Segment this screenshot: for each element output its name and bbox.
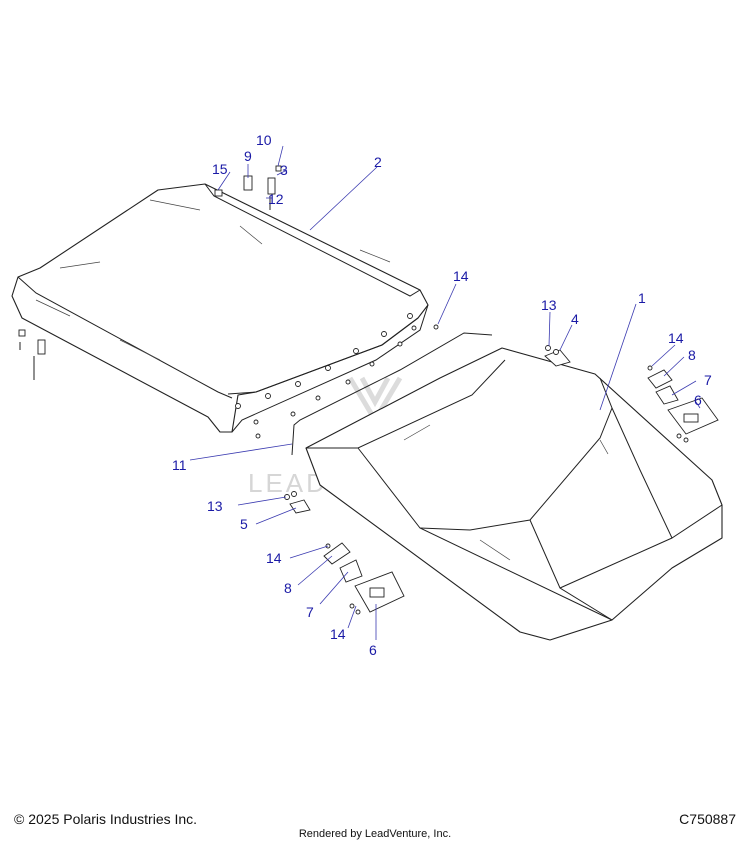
spacer-left <box>37 339 46 355</box>
leader-lines <box>189 145 701 640</box>
callout-8-right[interactable]: 8 <box>688 347 696 363</box>
callout-10[interactable]: 10 <box>256 132 272 148</box>
roof-screws <box>253 324 439 439</box>
callout-15[interactable]: 15 <box>212 161 228 177</box>
spacer-9 <box>243 175 253 191</box>
drawing-id: C750887 <box>679 811 736 827</box>
spacer-3 <box>267 177 276 195</box>
nut-10 <box>275 165 282 172</box>
callout-13-right[interactable]: 13 <box>541 297 557 313</box>
roof-panel-lower <box>305 347 723 641</box>
roof-mounting-holes <box>235 313 413 409</box>
callout-6-right[interactable]: 6 <box>694 392 702 408</box>
callout-7-right[interactable]: 7 <box>704 372 712 388</box>
seal-strip <box>291 332 493 456</box>
callout-5[interactable]: 5 <box>240 516 248 532</box>
callouts: 1 2 3 4 5 6 6 7 7 8 8 9 10 11 12 13 13 1… <box>172 132 712 658</box>
latch-base-detail-left <box>369 587 385 598</box>
latch-base-detail-right <box>683 413 699 423</box>
latch-7-left <box>339 559 363 583</box>
callout-2[interactable]: 2 <box>374 154 382 170</box>
callout-14-bottom[interactable]: 14 <box>330 626 346 642</box>
callout-12[interactable]: 12 <box>268 191 284 207</box>
callout-14-left[interactable]: 14 <box>266 550 282 566</box>
latch-handle-8-left <box>323 542 351 565</box>
callout-3[interactable]: 3 <box>280 162 288 178</box>
copyright-text: © 2025 Polaris Industries Inc. <box>14 811 198 827</box>
callout-13-left[interactable]: 13 <box>207 498 223 514</box>
bracket-5 <box>289 499 311 514</box>
callout-14-top[interactable]: 14 <box>453 268 469 284</box>
callout-6-left[interactable]: 6 <box>369 642 377 658</box>
roof-panel-upper <box>11 183 429 433</box>
callout-14-right[interactable]: 14 <box>668 330 684 346</box>
cap-15 <box>214 189 223 197</box>
latch-handle-8-right <box>647 369 673 389</box>
rendered-by-text: Rendered by LeadVenture, Inc. <box>298 828 452 840</box>
hardware <box>18 165 719 615</box>
callout-11[interactable]: 11 <box>172 457 187 473</box>
callout-1[interactable]: 1 <box>638 290 646 306</box>
cap-left <box>18 329 26 337</box>
callout-9[interactable]: 9 <box>244 148 252 164</box>
callout-4[interactable]: 4 <box>571 311 579 327</box>
callout-7-left[interactable]: 7 <box>306 604 314 620</box>
latch-7-right <box>655 385 679 405</box>
callout-8-left[interactable]: 8 <box>284 580 292 596</box>
